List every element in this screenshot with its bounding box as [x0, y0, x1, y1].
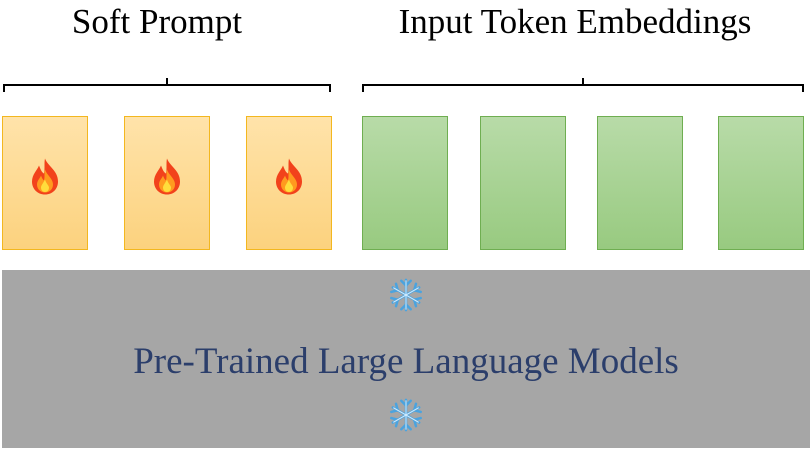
snowflake-icon [387, 276, 425, 319]
fire-icon [272, 157, 306, 202]
fire-icon [28, 157, 62, 202]
llm-block: Pre-Trained Large Language Models [2, 270, 810, 448]
soft-prompt-token [246, 116, 332, 250]
soft-prompt-token [2, 116, 88, 250]
input-token-embedding [597, 116, 683, 250]
soft-prompt-token [124, 116, 210, 250]
llm-title: Pre-Trained Large Language Models [133, 341, 679, 382]
input-token-embedding [362, 116, 448, 250]
input-token-embedding [718, 116, 804, 250]
input-embeddings-label: Input Token Embeddings [398, 2, 752, 41]
soft-prompt-label: Soft Prompt [71, 2, 243, 41]
fire-icon [150, 157, 184, 202]
soft-prompt-bracket [3, 78, 331, 92]
input-embeddings-bracket [362, 78, 804, 92]
input-token-embedding [480, 116, 566, 250]
snowflake-icon [387, 396, 425, 439]
